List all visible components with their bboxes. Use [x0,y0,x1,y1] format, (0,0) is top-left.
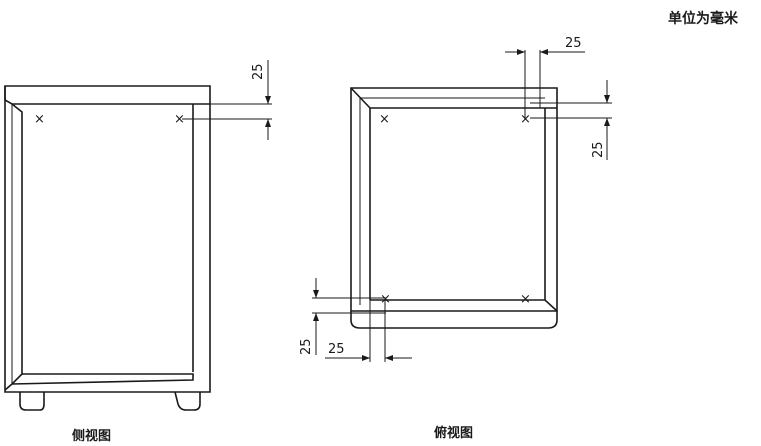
top-view-dim-top-arrowhead-left [517,49,525,55]
top-view-dim-top-label: 25 [565,36,582,51]
top-view-marker-top-right: × [520,112,531,127]
top-view-dim-bottom-label: 25 [328,342,345,357]
side-view-marker-left: × [34,112,45,127]
side-view-left-post [4,103,23,391]
top-view-bottom-edge [370,299,558,312]
side-view-top-edge [4,86,210,105]
top-view-dim-left-arrowhead-top [313,290,319,298]
top-view-bottom-bevel [350,311,558,329]
top-view-dim-right-arrowhead-bottom [604,118,610,126]
top-view-marker-top-left: × [379,112,390,127]
side-view-outer-frame [4,85,211,393]
side-view-dim-arrowhead-bottom [265,119,271,127]
side-view-marker-right: × [174,112,185,127]
top-view-dim-right-label: 25 [591,141,606,158]
top-view-dim-left-arrowhead-bottom [313,313,319,321]
unit-note: 单位为毫米 [668,10,739,27]
side-view: × × 25 [4,60,272,411]
top-view-caption: 俯视图 [434,425,473,441]
top-view-marker-bottom-left: × [380,292,391,307]
side-view-caption: 侧视图 [72,428,111,444]
top-view-dim-bottom-arrowhead-right [385,355,393,361]
top-view-dim-right-arrowhead-top [604,95,610,103]
top-view-marker-bottom-right: × [520,292,531,307]
side-view-right-foot [174,391,201,411]
top-view-dim-bottom-arrowhead-left [362,355,370,361]
side-view-dim-label: 25 [251,63,266,80]
side-view-dim-arrowhead-top [265,96,271,104]
side-view-left-foot [19,392,45,411]
top-view-dim-top-arrowhead-right [540,49,548,55]
top-view: × × × × 25 25 25 25 [299,36,612,362]
side-view-bottom-edge [11,373,194,385]
top-view-dim-left-label: 25 [299,338,314,355]
